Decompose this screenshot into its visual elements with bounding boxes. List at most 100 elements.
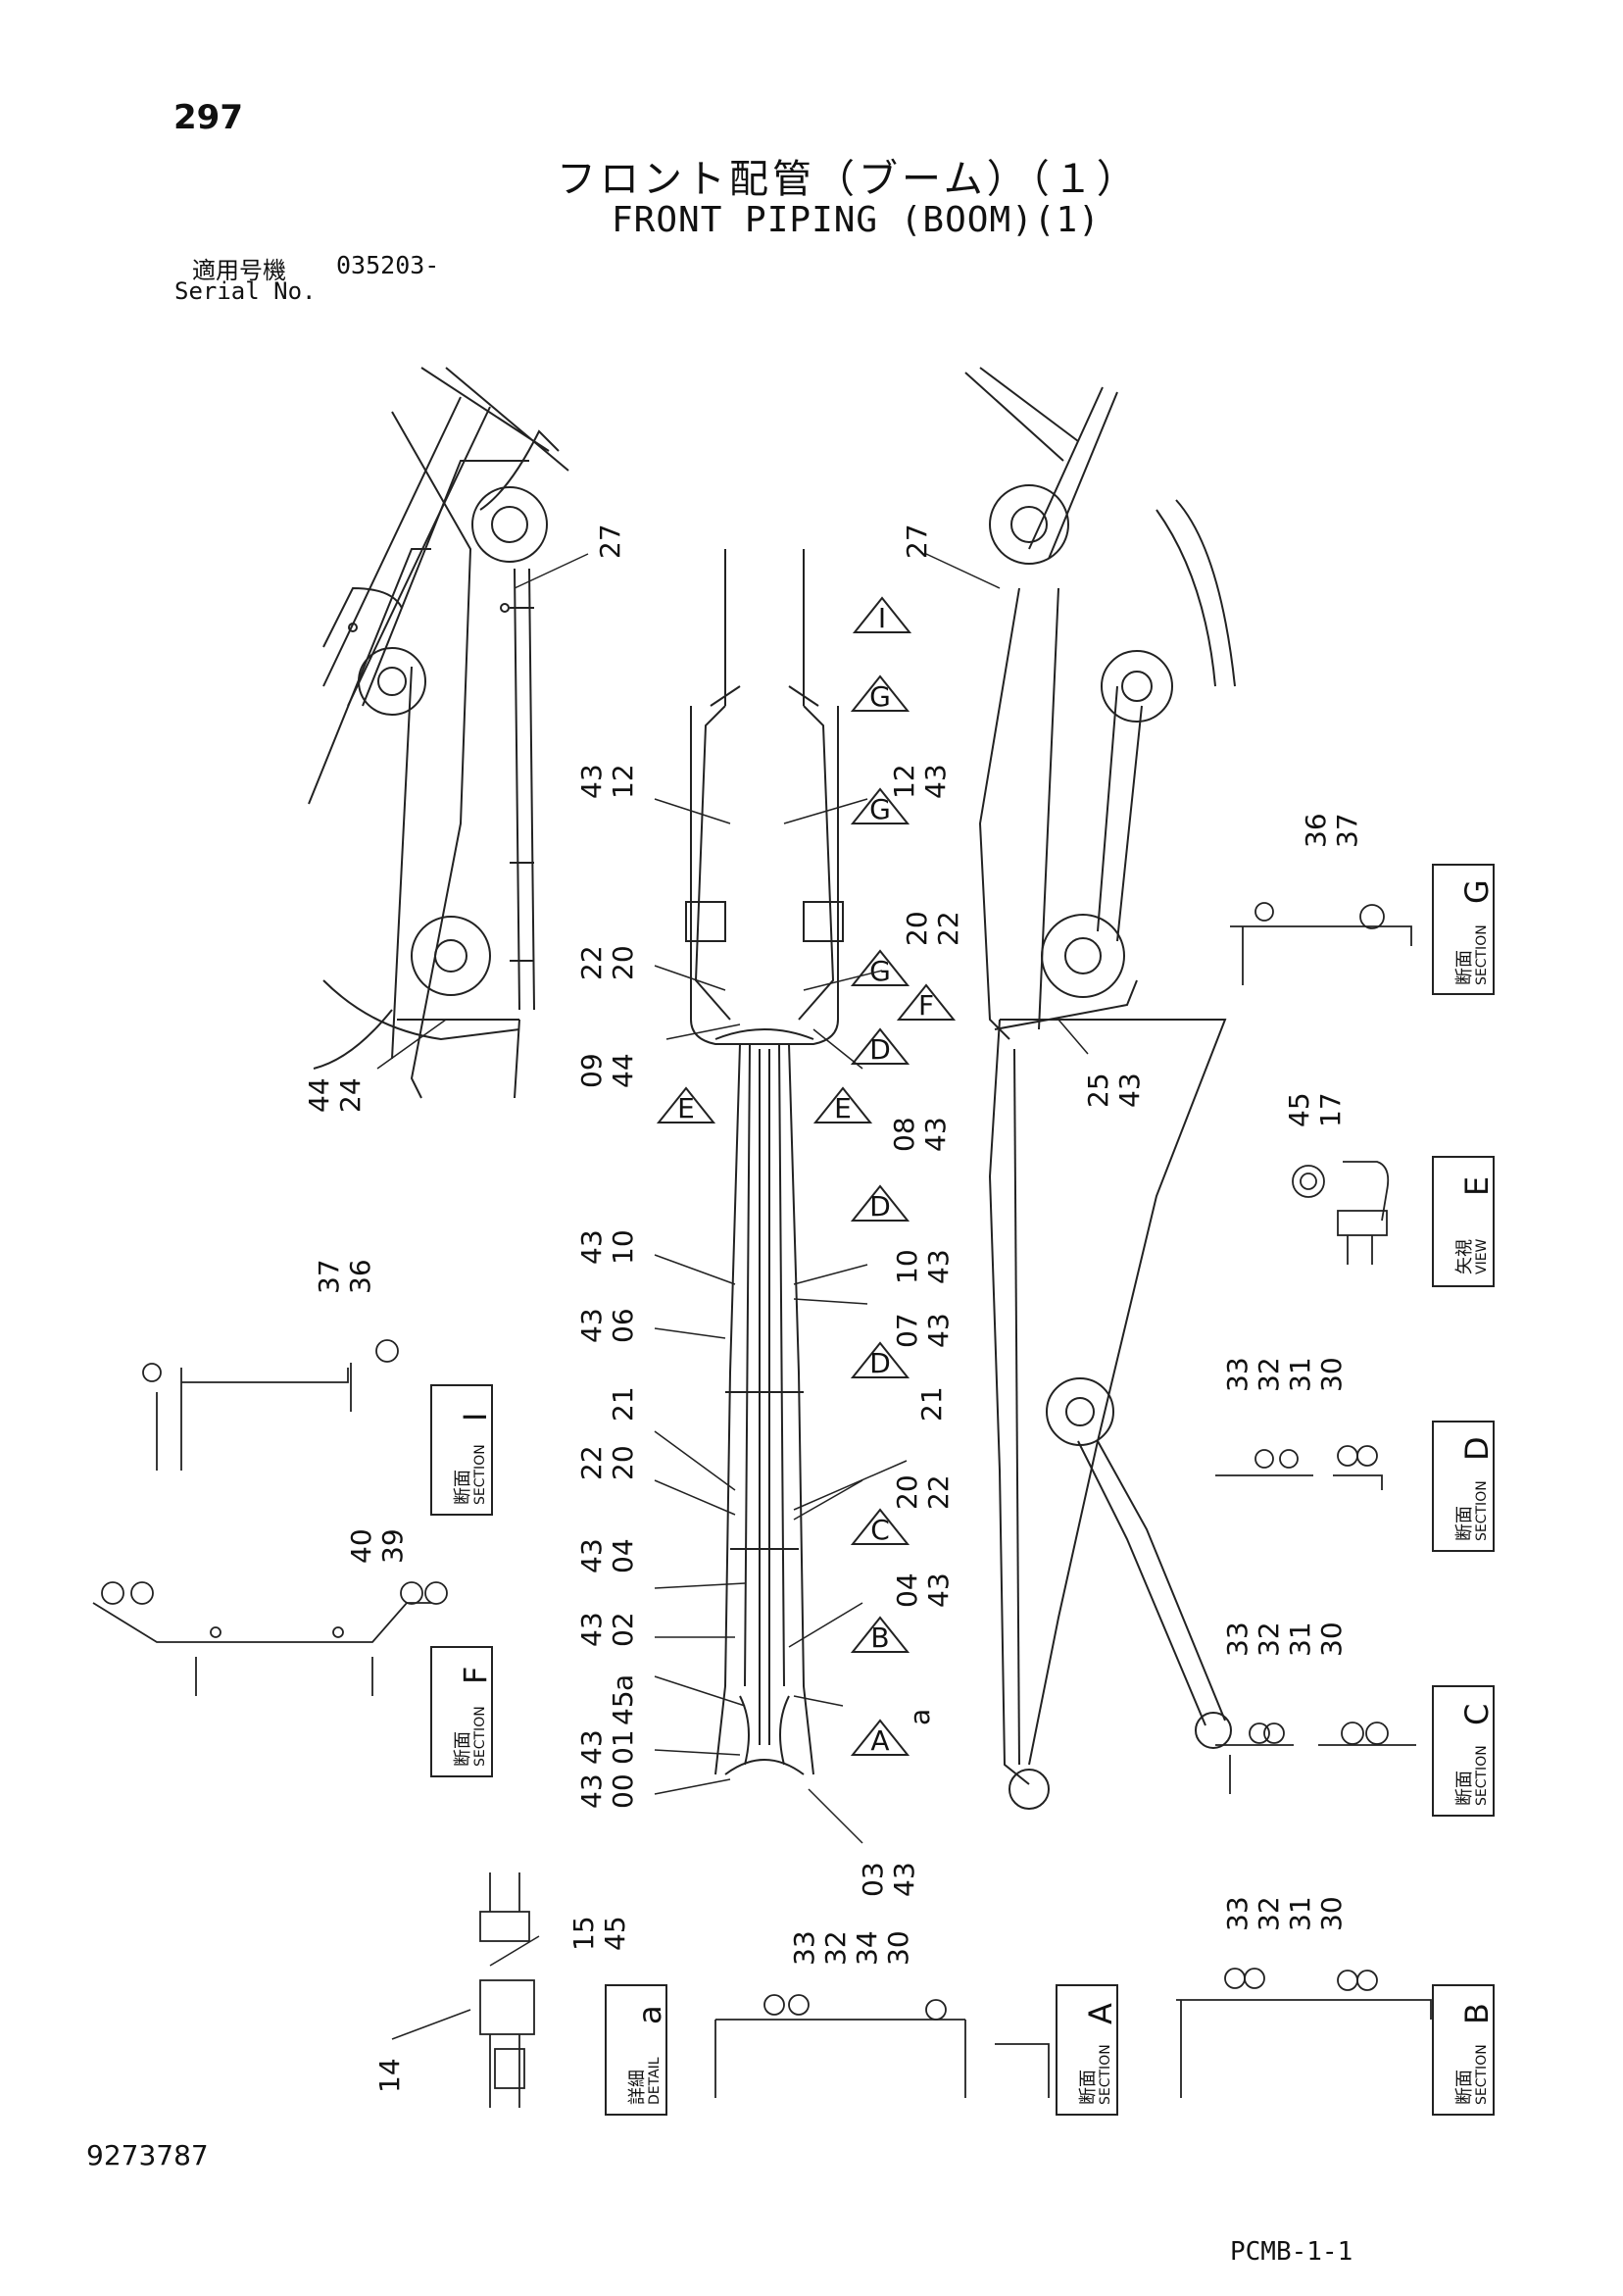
callout-33: 33 [1221,1896,1254,1931]
section-label-en: SECTION [1474,2044,1490,2105]
section-label-jp: 断面 [1454,1506,1475,1541]
callout-03: 03 [857,1862,889,1897]
callout-20: 20 [607,945,639,980]
callout-33: 33 [1221,1357,1254,1392]
callout-00: 00 [607,1773,639,1809]
callout-39: 39 [376,1528,409,1564]
view-marker-D: D [869,1190,891,1223]
callout-a: a [904,1709,936,1725]
section-label-en: SECTION [472,1706,488,1767]
callout-33: 33 [1221,1622,1254,1657]
section-label-jp: 断面 [1454,2070,1475,2105]
callout-21: 21 [915,1386,948,1422]
section-label-en: SECTION [1474,1745,1490,1806]
callout-22: 22 [932,911,964,946]
view-marker-E: E [834,1092,852,1124]
callout-32: 32 [819,1930,852,1966]
serial-label-japanese: 適用号機 [192,257,286,284]
callout-37: 37 [313,1259,345,1294]
callout-24: 24 [334,1077,367,1113]
callout-43: 43 [575,764,608,799]
section-letter-D: D [1458,1436,1496,1461]
view-label-en: VIEW [1474,1238,1490,1274]
callout-43: 43 [922,1313,955,1348]
callout-45: 45 [599,1916,631,1951]
callout-31: 31 [1284,1622,1316,1657]
section-letter-F: F [457,1667,494,1684]
callout-43: 43 [888,1862,920,1897]
view-marker-G: G [869,680,891,713]
section-label-en: SECTION [1098,2044,1113,2105]
callout-43: 43 [919,1117,952,1152]
section-letter-B: B [1458,2003,1496,2024]
view-marker-A: A [870,1724,889,1757]
callout-32: 32 [1253,1622,1285,1657]
section-label-en: SECTION [472,1444,488,1505]
callout-10: 10 [607,1229,639,1265]
callout-32: 32 [1253,1357,1285,1392]
callout-04: 04 [607,1538,639,1573]
detail-label-jp: 詳細 [627,2070,648,2105]
callout-44: 44 [607,1053,639,1088]
section-label-en: SECTION [1474,924,1490,985]
callout-a: a [607,1674,639,1691]
callout-40: 40 [345,1528,377,1564]
callout-30: 30 [882,1930,914,1966]
callout-25: 25 [1082,1073,1114,1108]
callout-10: 10 [891,1249,923,1284]
section-label-jp: 断面 [1454,950,1475,985]
view-marker-B: B [870,1622,889,1654]
leader-lines [376,553,1089,2040]
boom-side-view-right [964,367,1236,1810]
boom-side-view-left [308,367,569,1099]
callout-32: 32 [1253,1896,1285,1931]
section-letter-A: A [1082,2003,1119,2024]
callout-20: 20 [891,1474,923,1510]
callout-43: 43 [575,1308,608,1343]
page-number: 297 [173,98,243,137]
callout-06: 06 [607,1308,639,1343]
callout-43: 43 [922,1572,955,1608]
callout-20: 20 [901,911,933,946]
section-letter-C: C [1458,1704,1496,1725]
view-marker-F: F [918,989,934,1022]
callout-15: 15 [567,1916,600,1951]
callout-43: 43 [575,1729,608,1765]
serial-label-english: Serial No. [174,277,317,305]
view-marker-D: D [869,1033,891,1066]
view-marker-G: G [869,793,891,825]
callout-36: 36 [344,1259,376,1294]
catalog-code: PCMB-1-1 [1230,2237,1353,2267]
callout-21: 21 [607,1386,639,1422]
callout-01: 01 [607,1729,639,1765]
view-marker-D: D [869,1347,891,1379]
callout-04: 04 [891,1572,923,1608]
title-japanese: フロント配管（ブーム）（１） [557,157,1140,202]
section-label-en: SECTION [1474,1480,1490,1541]
serial-number-value: 035203- [336,251,440,279]
callout-45: 45 [607,1690,639,1725]
callout-09: 09 [575,1053,608,1088]
callout-27: 27 [901,524,933,559]
callout-22: 22 [575,1445,608,1480]
view-label-jp: 矢視 [1454,1239,1475,1274]
callout-43: 43 [575,1773,608,1809]
view-marker-I: I [878,602,886,634]
callout-33: 33 [788,1930,820,1966]
callout-43: 43 [1113,1073,1146,1108]
callout-30: 30 [1315,1622,1348,1657]
title-english: FRONT PIPING (BOOM)(1) [612,200,1101,240]
callout-22: 22 [922,1474,955,1510]
view-marker-E: E [677,1092,695,1124]
callout-02: 02 [607,1612,639,1647]
section-label-jp: 断面 [453,1731,473,1767]
callout-31: 31 [1284,1896,1316,1931]
section-label-boxes: 断面 SECTION G 矢視 VIEW E 断面 SECTION I 断面 S… [430,864,1496,2116]
callout-44: 44 [303,1077,335,1113]
section-label-jp: 断面 [453,1470,473,1505]
section-letter-I: I [457,1413,494,1422]
section-label-jp: 断面 [1078,2070,1099,2105]
callout-14: 14 [373,2058,406,2093]
callout-43: 43 [919,764,952,799]
callout-43: 43 [575,1538,608,1573]
